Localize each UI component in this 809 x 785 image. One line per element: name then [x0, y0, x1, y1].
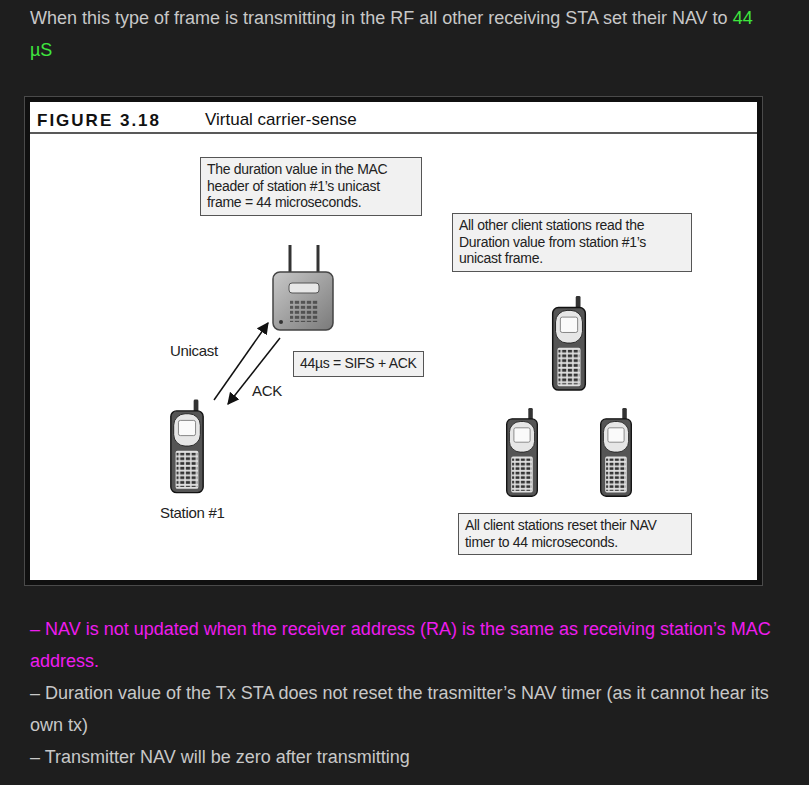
station-label: Station #1	[160, 504, 225, 521]
note-box: All other client stations read the Durat…	[452, 213, 692, 272]
title-rule	[30, 132, 757, 134]
box-text: 44µs = SIFS + ACK	[300, 355, 417, 372]
bullet-note: – NAV is not updated when the receiver a…	[30, 613, 775, 677]
intro-text: When this type of frame is transmitting …	[30, 8, 728, 28]
arrow-label: ACK	[252, 382, 282, 399]
figure-title: Virtual carrier-sense	[205, 110, 357, 130]
note-box: 44µs = SIFS + ACK	[293, 351, 424, 377]
bullet-list: – NAV is not updated when the receiver a…	[30, 613, 775, 773]
client-phone	[553, 296, 586, 390]
arrow-label: Unicast	[170, 342, 218, 359]
note-box: All client stations reset their NAV time…	[458, 513, 692, 555]
intro-paragraph: When this type of frame is transmitting …	[30, 2, 775, 66]
bullet-note: – Transmitter NAV will be zero after tra…	[30, 741, 775, 773]
client-phone	[601, 408, 632, 496]
access-point	[273, 245, 333, 330]
box-text: All other client stations read the Durat…	[459, 217, 685, 267]
box-text: All client stations reset their NAV time…	[465, 517, 685, 550]
box-text: The duration value in the MAC header of …	[207, 161, 415, 211]
bullet-note: – Duration value of the Tx STA does not …	[30, 677, 775, 741]
station-phone	[171, 400, 203, 493]
client-phone	[507, 408, 538, 496]
figure-number: FIGURE 3.18	[37, 111, 161, 131]
note-box: The duration value in the MAC header of …	[200, 157, 422, 216]
